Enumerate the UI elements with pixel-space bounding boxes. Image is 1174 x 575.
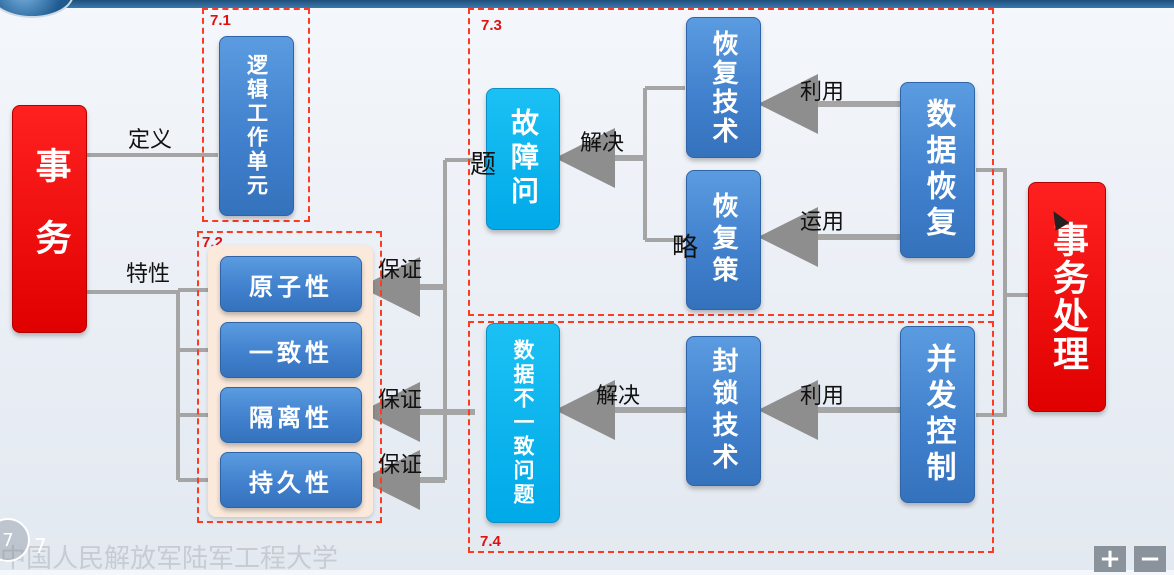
node-locking-technique: 封锁技术 — [686, 336, 761, 486]
node-logical-work-unit: 逻辑工作单元 — [219, 36, 294, 216]
section-label-7-3: 7.3 — [481, 17, 502, 34]
node-data-recovery: 数据恢复 — [900, 82, 975, 258]
node-transaction: 事务 — [12, 105, 87, 333]
edge-label-solve-inconsistency: 解决 — [596, 384, 641, 409]
section-frame-7-3 — [468, 8, 994, 316]
section-frame-7-2 — [197, 231, 382, 523]
node-recovery-strategy: 恢复策 — [686, 170, 761, 310]
node-durability: 持久性 — [220, 452, 362, 508]
node-failure-problem-overflow: 题 — [470, 150, 497, 180]
node-transaction-processing: 事务处理 — [1028, 182, 1106, 412]
node-failure-problem: 故障问 — [486, 88, 560, 230]
node-recovery-technique: 恢复技术 — [686, 17, 761, 158]
section-label-7-4: 7.4 — [480, 533, 501, 550]
edge-label-guarantee-isolation: 保证 — [378, 388, 423, 413]
zoom-out-button[interactable]: − — [1134, 544, 1166, 574]
node-data-inconsistency-problem: 数据不一致问题 — [486, 323, 560, 523]
section-frame-7-1 — [202, 8, 310, 222]
edge-label-define: 定义 — [128, 128, 173, 153]
edge-label-property: 特性 — [126, 262, 171, 287]
institution-watermark: 中国人民解放军陆军工程大学 — [0, 544, 339, 574]
node-consistency: 一致性 — [220, 322, 362, 378]
section-frame-7-4 — [468, 321, 994, 553]
edge-label-guarantee-atomicity: 保证 — [378, 258, 423, 283]
section-label-7-1: 7.1 — [210, 12, 231, 29]
edge-label-apply-strategy: 运用 — [800, 210, 845, 235]
edge-label-use-recovery: 利用 — [800, 80, 845, 105]
node-isolation: 隔离性 — [220, 387, 362, 443]
node-atomicity: 原子性 — [220, 256, 362, 312]
edge-label-use-locking: 利用 — [800, 384, 845, 409]
edge-label-guarantee-durability: 保证 — [378, 453, 423, 478]
top-banner — [60, 0, 1174, 8]
edge-label-solve-failure: 解决 — [580, 131, 625, 156]
node-concurrency-control: 并发控制 — [900, 326, 975, 503]
zoom-in-button[interactable]: + — [1094, 544, 1126, 574]
node-recovery-strategy-overflow: 略 — [672, 233, 699, 263]
page-number: 7 — [34, 534, 47, 558]
